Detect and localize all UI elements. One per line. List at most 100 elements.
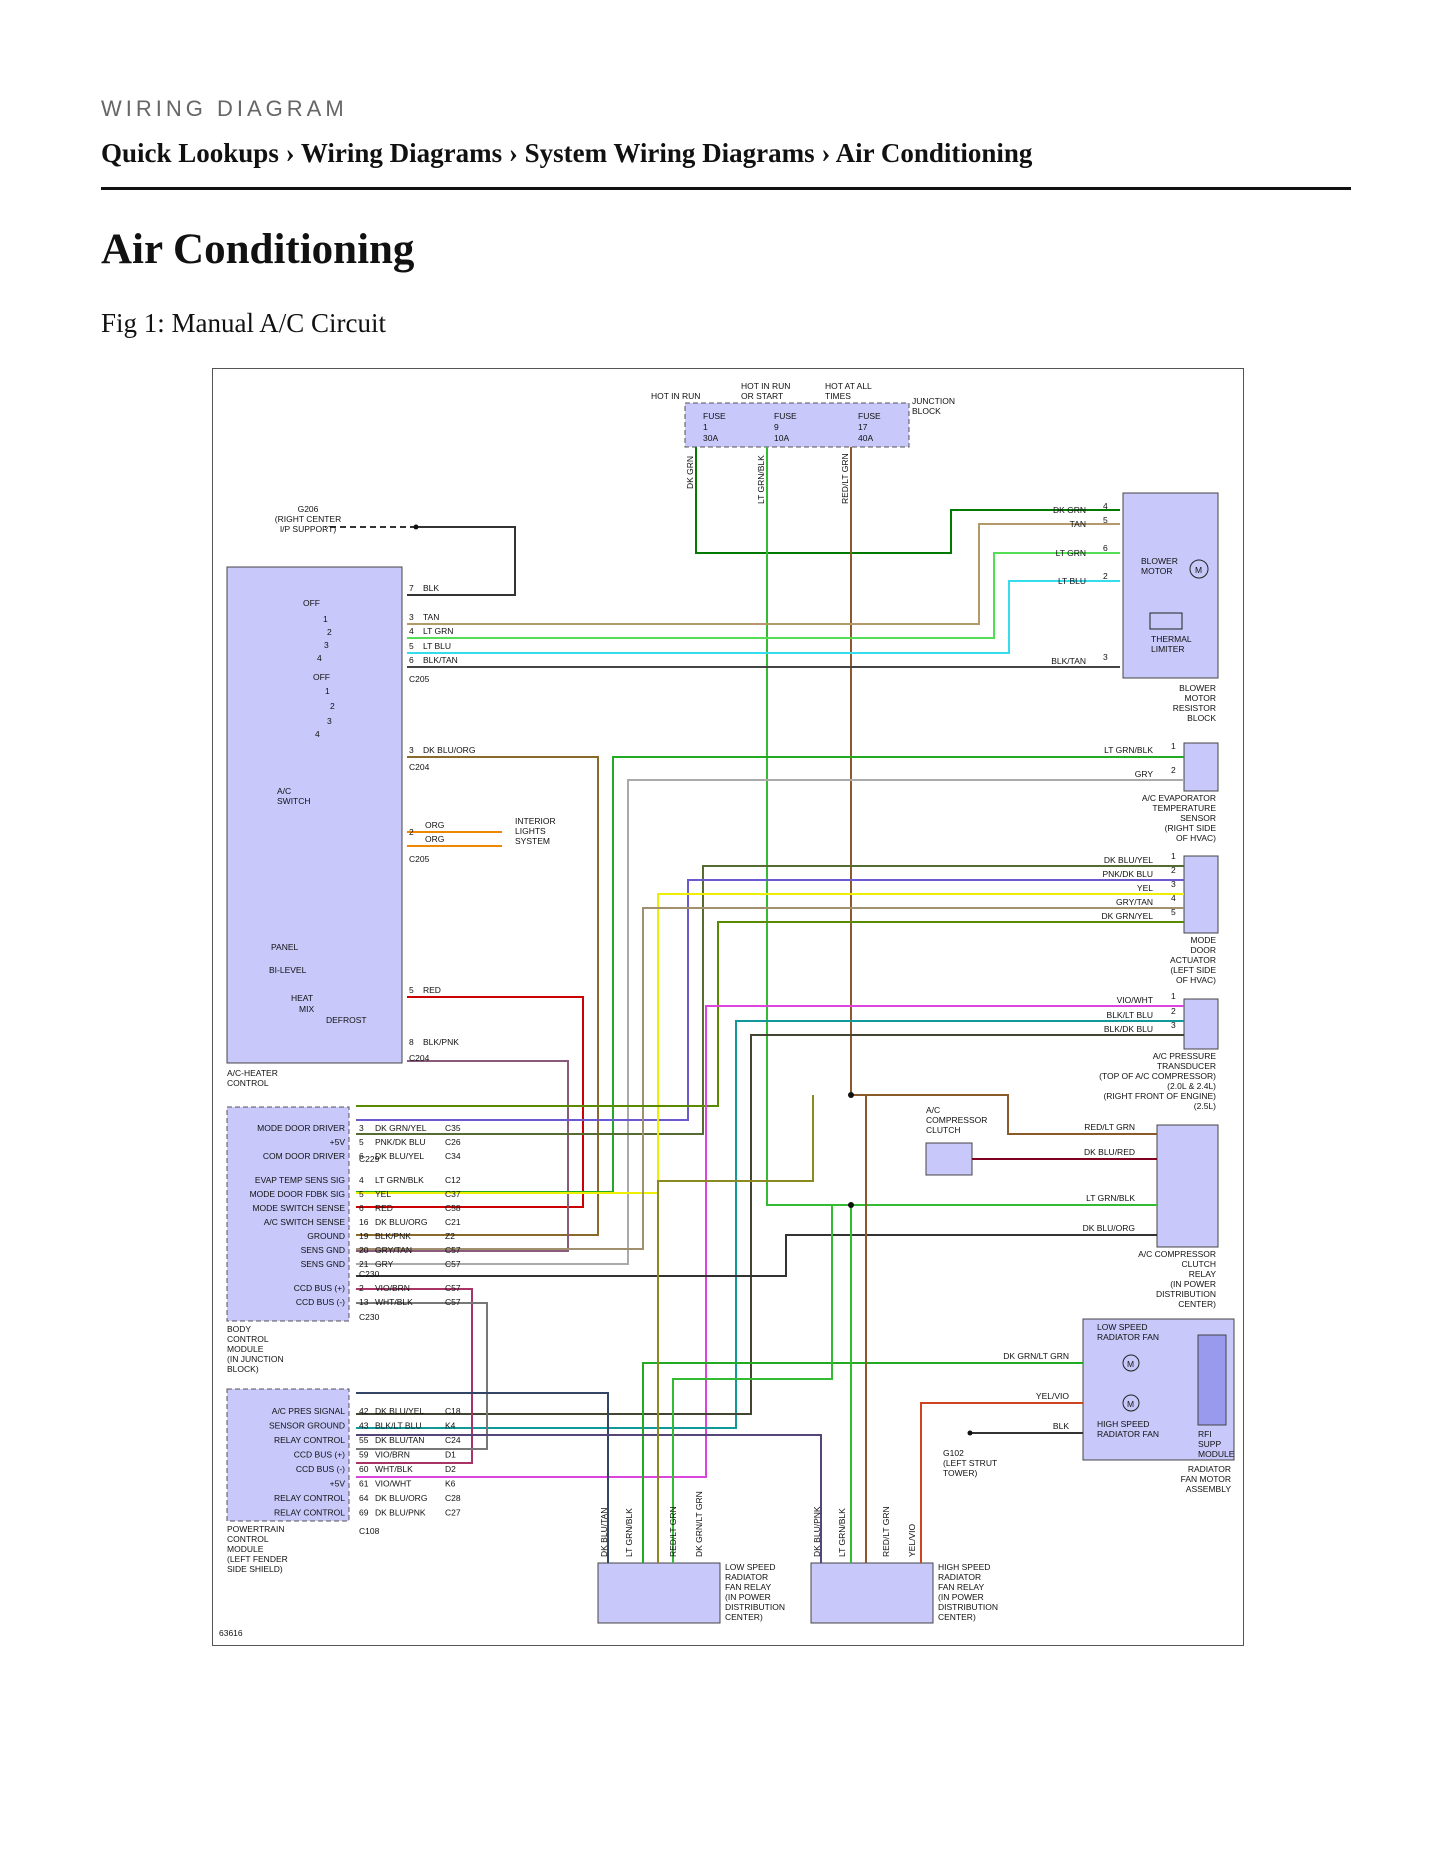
fuse-9-number: 9 [774, 422, 779, 432]
blower-pin-5-wire: TAN [1070, 519, 1086, 529]
wire-lt-grn [407, 552, 1120, 639]
mode-pin-4-wire: GRY/TAN [1116, 897, 1153, 907]
mode-pin-3: 3 [1171, 879, 1176, 889]
wire-blk-lt-blu [356, 1020, 1184, 1429]
high-relay-wire-2: LT GRN/BLK [837, 1508, 847, 1557]
bcm-row-name: CCD BUS (+) [294, 1283, 345, 1293]
wire-yel-mode [356, 893, 1184, 1194]
bcm-row-wire: LT GRN/BLK [375, 1175, 424, 1185]
wire-yel-vio [920, 1402, 1083, 1563]
figure-id: 63616 [219, 1628, 243, 1638]
pin-2-org-wire: ORG [425, 820, 444, 830]
blower-pin-4: 4 [1103, 501, 1108, 511]
pin-5-red: 5 [409, 985, 414, 995]
bcm-row-pin: 4 [359, 1175, 364, 1185]
wire-blk-pnk [356, 1060, 569, 1252]
wire-blk-ground [407, 526, 516, 596]
bcm-row-conn: C35 [445, 1123, 461, 1133]
bcm-row-conn: C57 [445, 1297, 461, 1307]
breadcrumb-separator: › [285, 138, 295, 168]
bcm-row-name: SENS GND [301, 1259, 345, 1269]
press-pin-2: 2 [1171, 1006, 1176, 1016]
fuse-17-rating: 40A [858, 433, 873, 443]
bcm-row-wire: GRY/TAN [375, 1245, 412, 1255]
low-relay-wire-1: DK BLU/TAN [599, 1508, 609, 1557]
blower-resistor-block-box [1122, 492, 1219, 679]
heat-label: HEAT [291, 993, 313, 1003]
breadcrumb-wiring-diagrams[interactable]: Wiring Diagrams [300, 138, 503, 168]
bcm-row-pin: 5 [359, 1189, 364, 1199]
mode-pin-1-wire: DK BLU/YEL [1104, 855, 1153, 865]
bcm-row-pin: 6 [359, 1203, 364, 1213]
bcm-row-pin: 5 [359, 1137, 364, 1147]
pcm-box [226, 1388, 350, 1522]
breadcrumb-separator: › [821, 138, 831, 168]
low-speed-fan-relay-box [597, 1562, 721, 1624]
breadcrumb-air-conditioning[interactable]: Air Conditioning [835, 138, 1033, 168]
bcm-row-pin: 19 [359, 1231, 369, 1241]
fuse-9-label: FUSE [774, 411, 797, 421]
low-relay-wire-3: RED/LT GRN [668, 1506, 678, 1557]
pcm-connector-c108: C108 [359, 1526, 380, 1536]
wire-gry-evap [356, 779, 1184, 1265]
bcm-row-name: MODE DOOR DRIVER [257, 1123, 345, 1133]
pcm-row-wire: BLK/LT BLU [375, 1421, 421, 1431]
pin-7-wire: BLK [423, 583, 439, 593]
pcm-row-name: RELAY CONTROL [274, 1493, 345, 1503]
mode-pin-2-wire: PNK/DK BLU [1102, 869, 1153, 879]
bcm-row-wire: YEL [375, 1189, 391, 1199]
bcm-row-conn: C58 [445, 1203, 461, 1213]
press-pin-2-wire: BLK/LT BLU [1107, 1010, 1153, 1020]
bcm-row-wire: PNK/DK BLU [375, 1137, 426, 1147]
switch-label-4: 4 [317, 653, 322, 663]
pcm-row-conn: D1 [445, 1450, 456, 1460]
mode-pin-5: 5 [1171, 907, 1176, 917]
pcm-row-name: RELAY CONTROL [274, 1435, 345, 1445]
breadcrumb-system-wiring-diagrams[interactable]: System Wiring Diagrams [524, 138, 815, 168]
bcm-row-wire: RED [375, 1203, 393, 1213]
pcm-row-wire: VIO/BRN [375, 1450, 410, 1460]
fuse-17-label: FUSE [858, 411, 881, 421]
wires-layer [325, 447, 1184, 1563]
splice-dot [967, 1430, 973, 1436]
pcm-row-name: +5V [330, 1479, 346, 1489]
breadcrumb-quick-lookups[interactable]: Quick Lookups [101, 138, 279, 168]
splice-dot [848, 1202, 854, 1208]
blower-pin-3-wire: BLK/TAN [1051, 656, 1086, 666]
bcm-box [226, 1106, 350, 1322]
blower-pin-2-wire: LT BLU [1058, 576, 1086, 586]
press-pin-1-wire: VIO/WHT [1117, 995, 1153, 1005]
bcm-connector-c230: C230 [359, 1269, 380, 1279]
bcm-row-conn: C26 [445, 1137, 461, 1147]
bcm-row-pin: 21 [359, 1259, 369, 1269]
pcm-row-conn: D2 [445, 1464, 456, 1474]
blower-motor-symbol: M [1195, 565, 1202, 575]
low-speed-motor-symbol: M [1127, 1359, 1134, 1369]
figure-caption: Fig 1: Manual A/C Circuit [101, 308, 387, 338]
pcm-row-conn: C18 [445, 1406, 461, 1416]
bcm-row-conn: C57 [445, 1245, 461, 1255]
breadcrumb: Quick Lookups › Wiring Diagrams › System… [101, 138, 1032, 169]
bcm-row-pin: 20 [359, 1245, 369, 1255]
pcm-row-conn: C27 [445, 1508, 461, 1518]
wire-blk-dk-blu [356, 1034, 1184, 1415]
wire-dk-blu-org-relay [356, 1234, 1157, 1277]
fuse-9-wire: LT GRN/BLK [756, 455, 766, 504]
pcm-row-wire: DK BLU/TAN [375, 1435, 424, 1445]
evap-sensor-box [1183, 742, 1219, 792]
pcm-row-pin: 43 [359, 1421, 369, 1431]
blower-pin-6-wire: LT GRN [1056, 548, 1086, 558]
pressure-transducer-labels: VIO/WHT 1 BLK/LT BLU 2 BLK/DK BLU 3 A/C … [1099, 991, 1216, 1111]
press-pin-3-wire: BLK/DK BLU [1104, 1024, 1153, 1034]
pin-4-lt-grn-wire: LT GRN [423, 626, 453, 636]
switch-label-2-2: 2 [330, 701, 335, 711]
mode-pin-1: 1 [1171, 851, 1176, 861]
